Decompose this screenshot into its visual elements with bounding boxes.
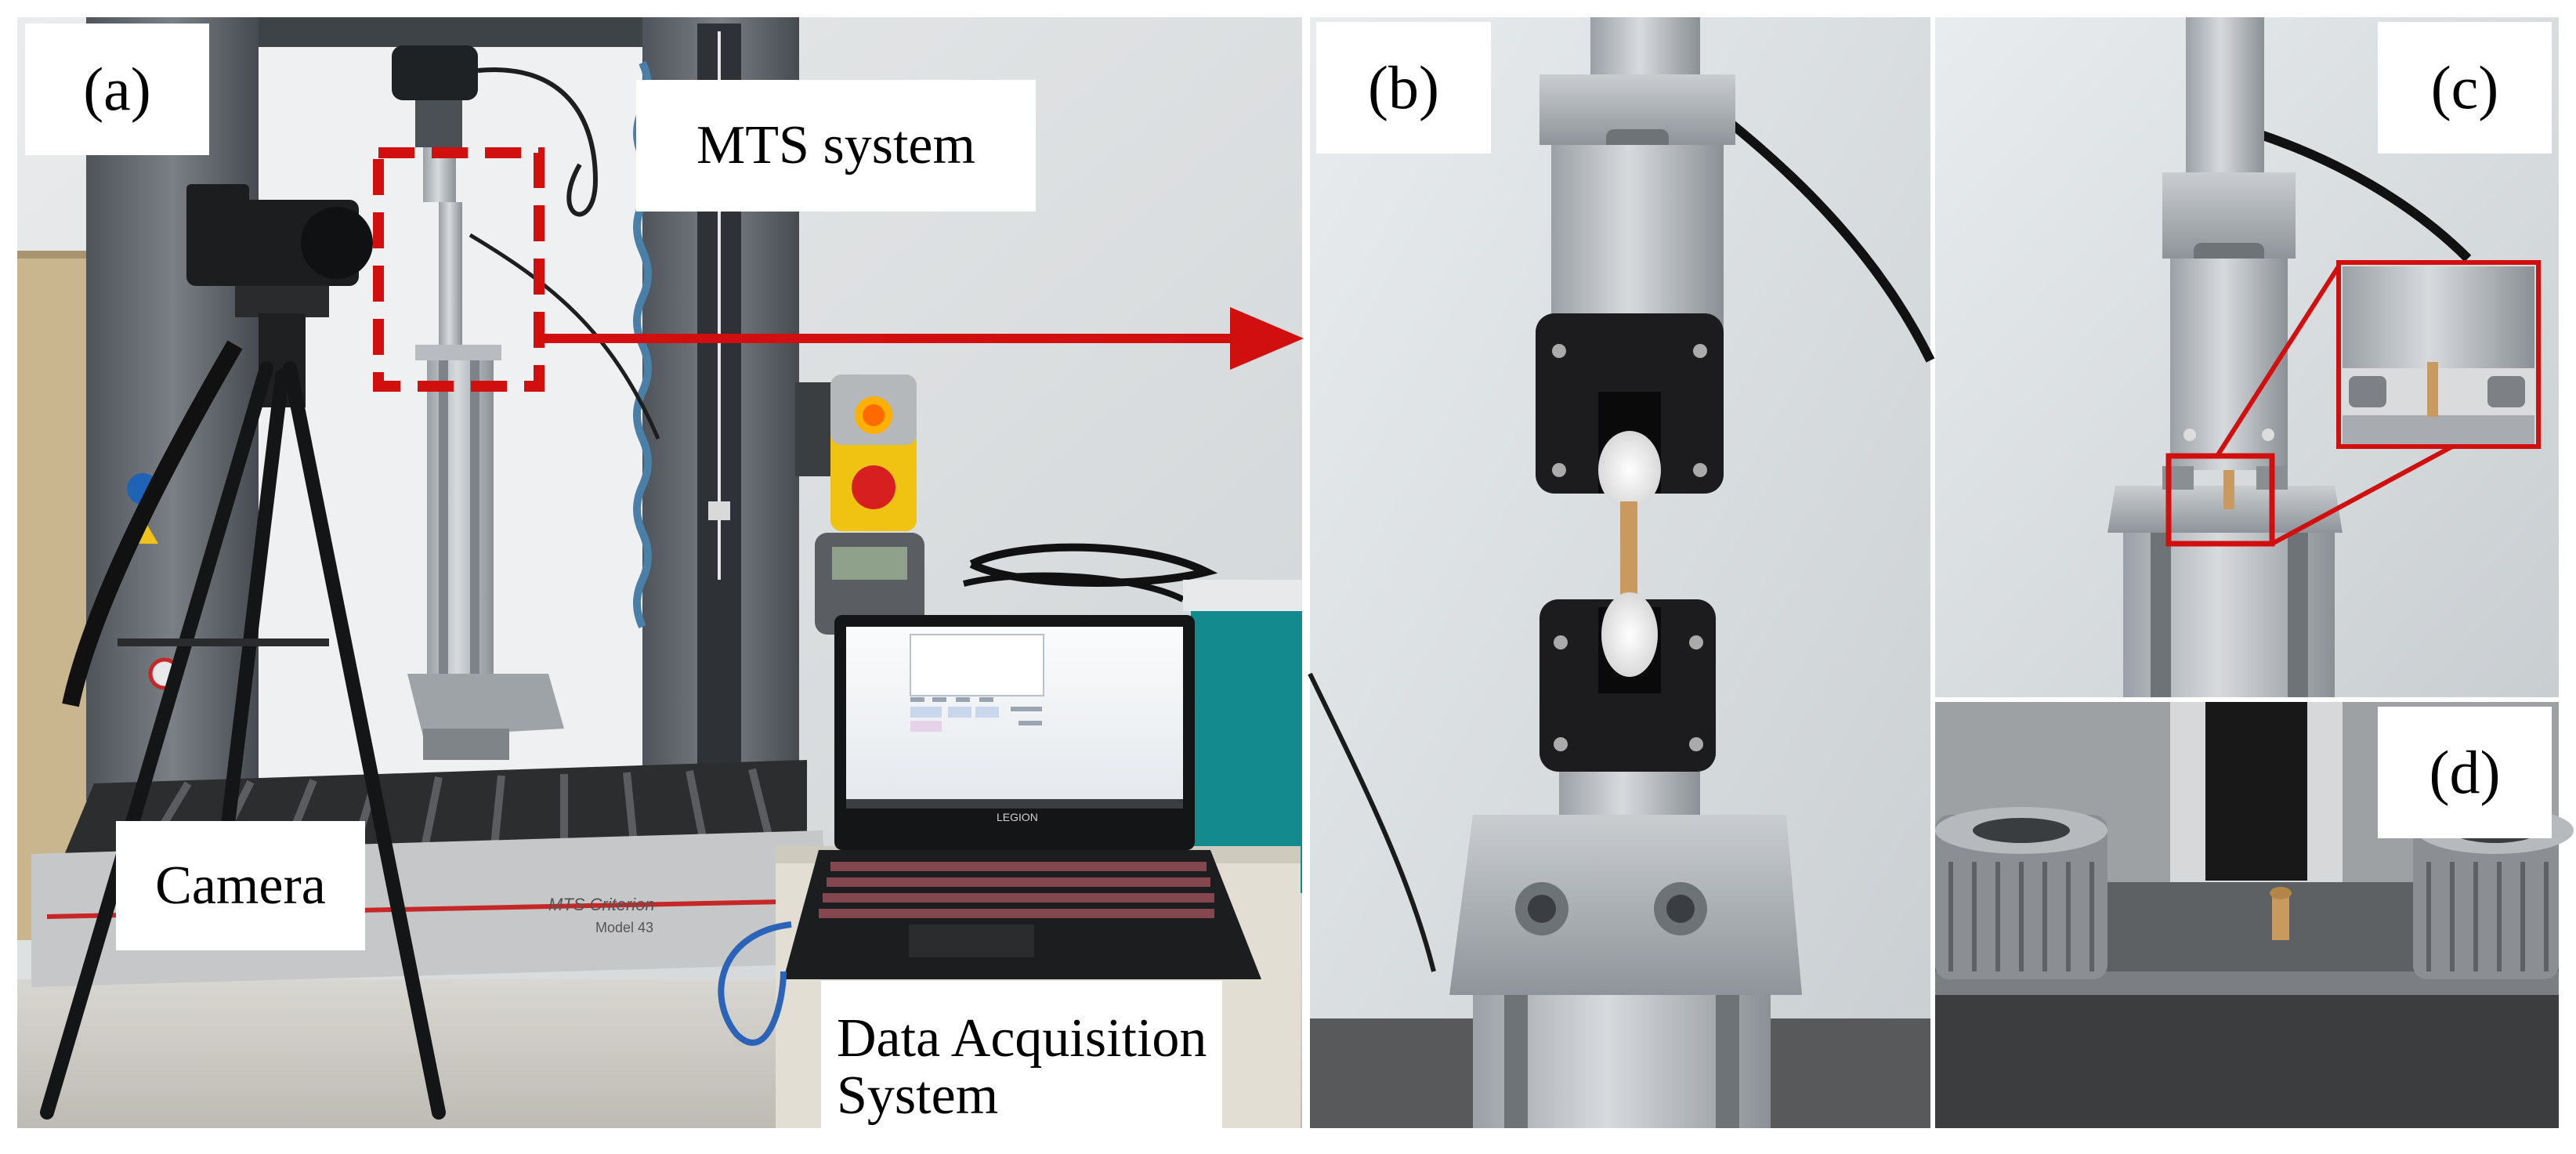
daq-label-line2: System <box>837 1065 999 1126</box>
mts-system-label: MTS system <box>636 80 1036 212</box>
frame-model-text: Model 43 <box>595 920 653 935</box>
panel-b-letter: (b) <box>1316 22 1491 154</box>
daq-label-line1: Data Acquisition <box>837 1007 1207 1069</box>
panel-a-letter: (a) <box>25 24 209 155</box>
frame-brand-text: MTS Criterion <box>548 895 655 914</box>
inset-zoom-c <box>2165 260 2541 547</box>
panel-d-letter: (d) <box>2378 707 2552 838</box>
panel-d-photo <box>1935 702 2574 1128</box>
panel-c-letter: (c) <box>2378 22 2552 154</box>
laptop-brand-text: LEGION <box>997 811 1038 823</box>
camera-label: Camera <box>116 821 365 950</box>
data-acquisition-system-label: Data Acquisition System <box>821 981 1222 1153</box>
panel-b-photo <box>1308 17 1935 1128</box>
zoom-annotation-a <box>373 147 1304 392</box>
